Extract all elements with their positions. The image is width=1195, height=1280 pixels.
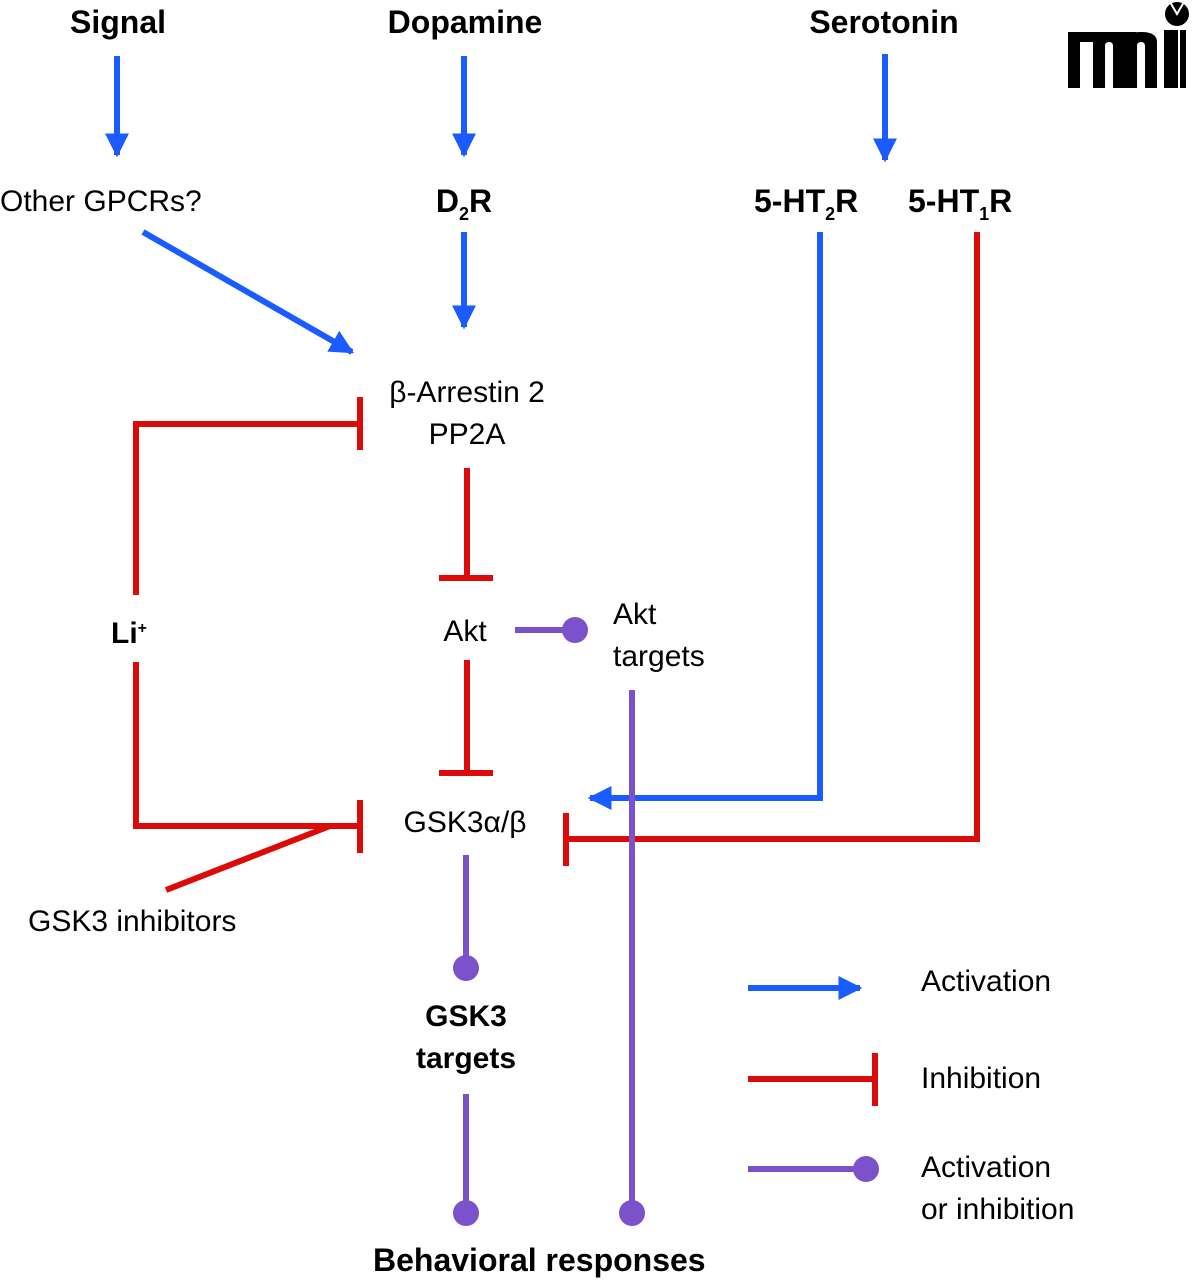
gsk3-targets-line2: targets <box>415 1042 517 1075</box>
pp2a-label: PP2A <box>428 418 506 451</box>
behavior-endpoint-akt <box>619 1200 645 1226</box>
lithium-base: Li <box>111 617 138 650</box>
legend-inhibition-label: Inhibition <box>921 1062 1042 1095</box>
node-arrestin-pp2a: β-Arrestin 2 PP2A <box>389 372 545 456</box>
node-gsk3-targets: GSK3 targets <box>416 996 516 1080</box>
legend-modulation-line1: Activation <box>921 1151 1052 1184</box>
akt-targets-endpoint <box>562 617 588 643</box>
header-serotonin: Serotonin <box>809 4 959 40</box>
node-5ht1r: 5-HT1R <box>908 183 1013 223</box>
legend-modulation-endpoint <box>853 1156 879 1182</box>
lithium-charge: + <box>137 620 148 637</box>
edge-lithium-to-gsk3 <box>133 662 358 829</box>
node-other-gpcrs: Other GPCRs? <box>0 185 202 218</box>
akt-targets-line1: Akt <box>613 598 657 631</box>
d2r-subscript: 2 <box>458 204 470 224</box>
node-gsk3-inhibitors: GSK3 inhibitors <box>28 905 237 938</box>
header-dopamine: Dopamine <box>387 4 543 40</box>
edge-5ht1r-to-gsk3 <box>566 232 980 842</box>
5ht2r-subscript: 2 <box>825 204 836 224</box>
edge-other-gpcrs-to-arrestin <box>141 229 355 355</box>
5ht1r-base: 5-HT <box>908 183 980 219</box>
5ht1r-tail: R <box>989 183 1013 219</box>
node-gsk3: GSK3α/β <box>403 806 527 839</box>
legend-modulation-label: Activation or inhibition <box>921 1147 1074 1231</box>
5ht2r-base: 5-HT <box>754 183 826 219</box>
node-akt-targets: Akt targets <box>613 594 705 678</box>
gsk3-targets-line1: GSK3 <box>425 1000 507 1033</box>
header-signal: Signal <box>69 4 167 40</box>
node-lithium: Li+ <box>111 619 147 649</box>
node-d2r: D2R <box>435 183 493 223</box>
legend-modulation-line2: or inhibition <box>921 1193 1075 1226</box>
arrestin-label: β-Arrestin 2 <box>389 376 545 409</box>
d2r-tail: R <box>469 183 493 219</box>
node-behavioral-responses: Behavioral responses <box>373 1242 706 1278</box>
gsk3-targets-endpoint <box>453 955 479 981</box>
5ht1r-subscript: 1 <box>979 204 990 224</box>
journal-logo-icon <box>1068 1 1189 88</box>
d2r-base: D <box>435 183 459 219</box>
akt-targets-line2: targets <box>613 640 705 673</box>
edge-lithium-to-arrestin <box>133 421 360 595</box>
5ht2r-tail: R <box>835 183 859 219</box>
node-5ht2r: 5-HT2R <box>754 183 859 223</box>
node-akt: Akt <box>443 615 487 648</box>
edge-gsk3-inhibitors-to-gsk3 <box>164 823 332 893</box>
edge-5ht2r-to-gsk3 <box>587 232 823 810</box>
behavior-endpoint-gsk3 <box>453 1200 479 1226</box>
legend-activation-label: Activation <box>921 965 1052 998</box>
